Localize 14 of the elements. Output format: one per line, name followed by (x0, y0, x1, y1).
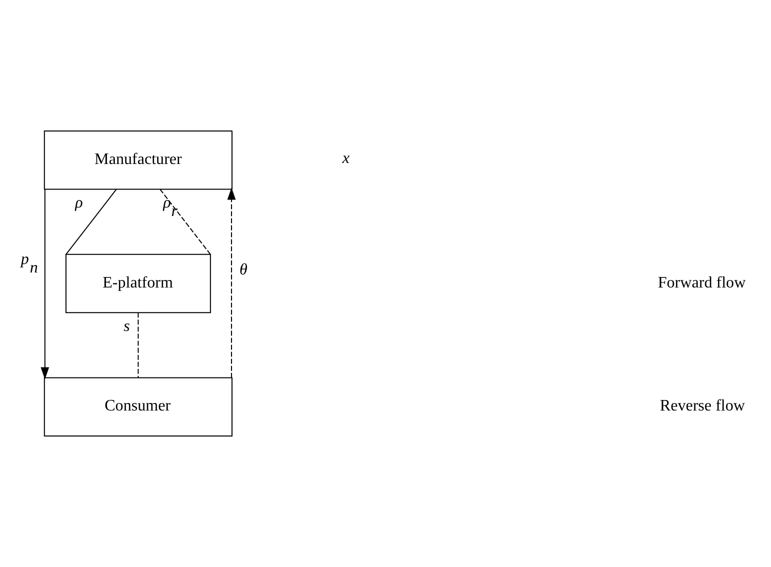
edge-label: θ (240, 261, 248, 278)
connector (66, 189, 117, 255)
edge-label: ρ (75, 194, 83, 212)
edge-label: s (124, 318, 130, 335)
arrow (40, 189, 50, 380)
label: x (342, 150, 350, 167)
node-box: Consumer (44, 377, 233, 436)
arrow (227, 188, 236, 378)
connector (160, 189, 211, 255)
legend-label: Forward flow (658, 274, 746, 292)
node-box: E-platform (65, 254, 211, 314)
legend-label: Reverse flow (660, 398, 745, 415)
connector (138, 312, 139, 378)
node-box: Manufacturer (44, 130, 233, 190)
